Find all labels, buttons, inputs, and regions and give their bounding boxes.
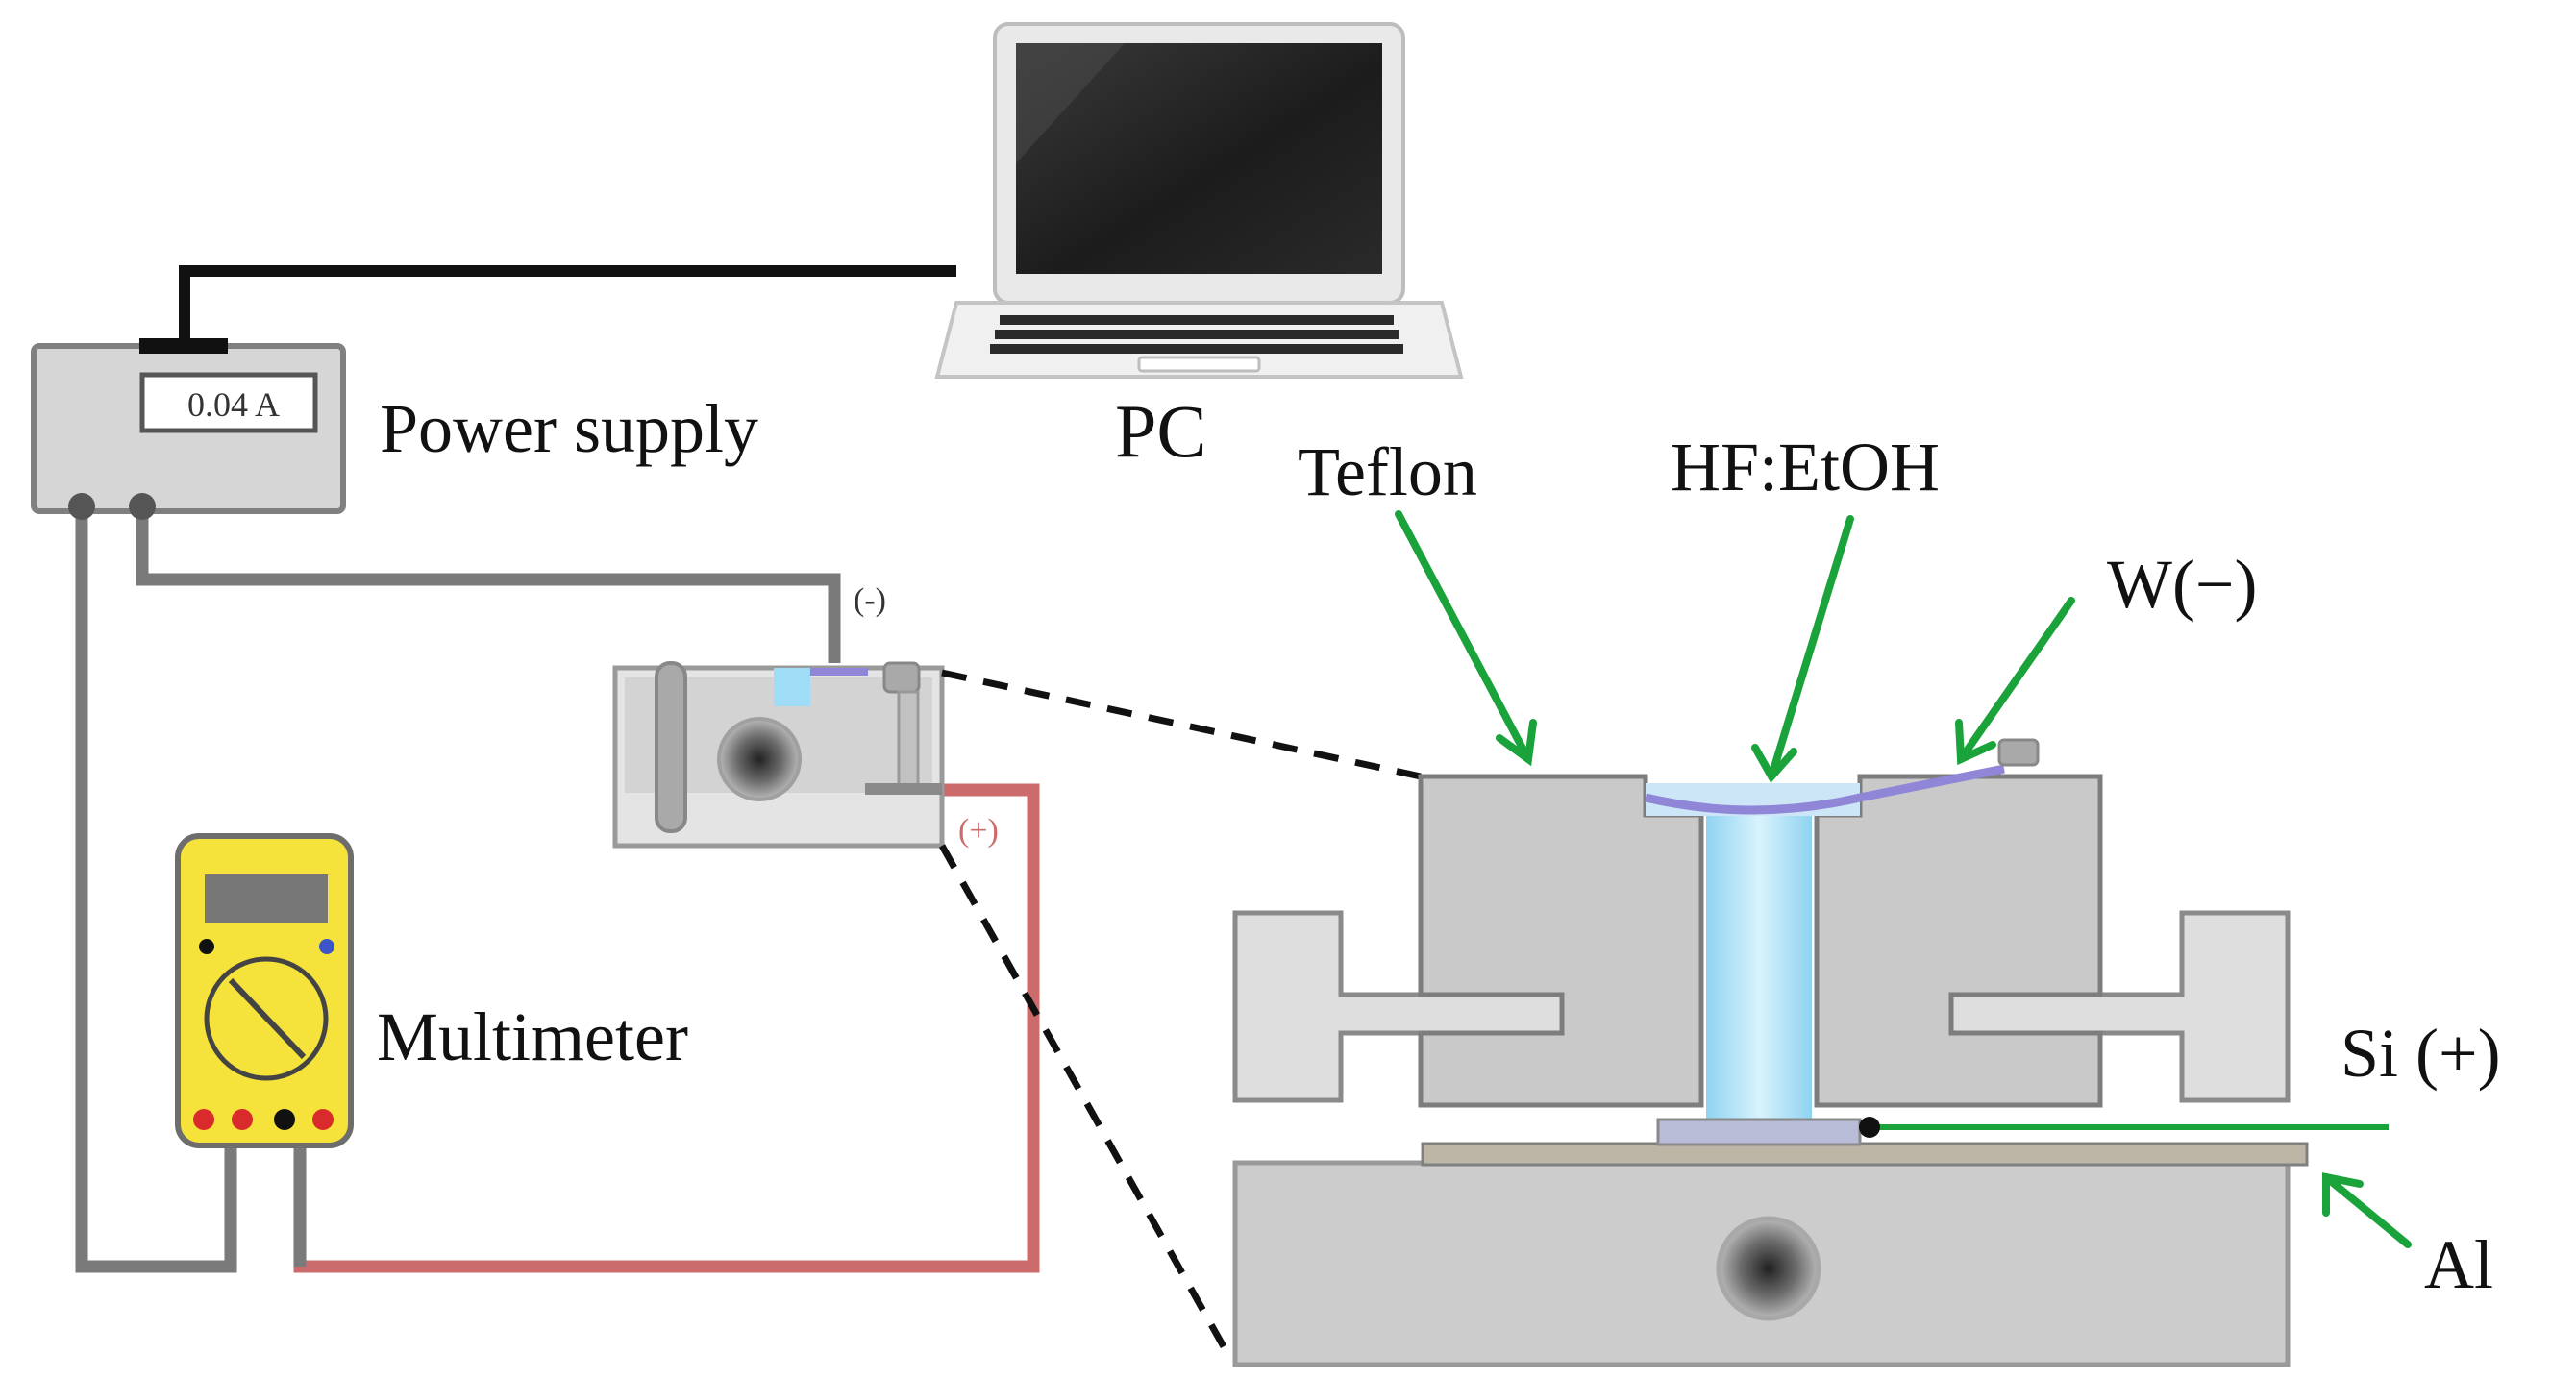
- base-knob: [1716, 1216, 1821, 1321]
- hf-arrow: [1768, 515, 1854, 780]
- teflon-label: Teflon: [1298, 433, 1477, 510]
- teflon-arrow: [1395, 510, 1532, 763]
- electrode-screw: [1997, 738, 2040, 767]
- wires: [75, 265, 1040, 1273]
- o-ring: [1656, 1118, 1862, 1146]
- label-arrows: [1395, 510, 2412, 1248]
- laptop-icon: [934, 22, 1464, 379]
- tungsten-electrode: [1644, 764, 2005, 815]
- power-supply-display: 0.04 A: [187, 385, 280, 424]
- power-supply-icon: [31, 338, 346, 520]
- multimeter-ground-wire: [75, 507, 237, 1273]
- multimeter-icon: [175, 833, 354, 1148]
- teflon-arrowhead: [1496, 719, 1537, 767]
- w-arrow: [1957, 597, 2075, 763]
- hf-arrowhead: [1751, 744, 1797, 783]
- si-plus-label: Si (+): [2341, 1015, 2501, 1092]
- left-teflon-block: [1418, 774, 1704, 1108]
- al-label: Al: [2424, 1226, 2493, 1303]
- si-contact-dot: [1859, 1117, 1880, 1138]
- w-minus-label: W(−): [2107, 546, 2258, 623]
- small-plus-label: (+): [958, 813, 999, 849]
- pc-power-wire: [179, 265, 956, 341]
- negative-wire: [136, 507, 841, 663]
- hf-etoh-label: HF:EtOH: [1671, 429, 1940, 505]
- w-arrowhead: [1955, 719, 1996, 766]
- small-minus-label: (-): [854, 582, 886, 618]
- al-arrowhead: [2322, 1172, 2364, 1217]
- aluminum-plate: [1421, 1142, 2309, 1167]
- al-arrow: [2322, 1173, 2412, 1248]
- power-supply-label: Power supply: [380, 390, 758, 467]
- pc-label: PC: [1115, 389, 1206, 473]
- multimeter-label: Multimeter: [377, 998, 688, 1075]
- zoom-lines: [938, 669, 1422, 1352]
- right-teflon-block: [1814, 774, 2103, 1108]
- etching-cell-icon: [612, 661, 945, 849]
- zoomed-cell: [1232, 738, 2389, 1367]
- electrolyte-column: [1706, 815, 1812, 1122]
